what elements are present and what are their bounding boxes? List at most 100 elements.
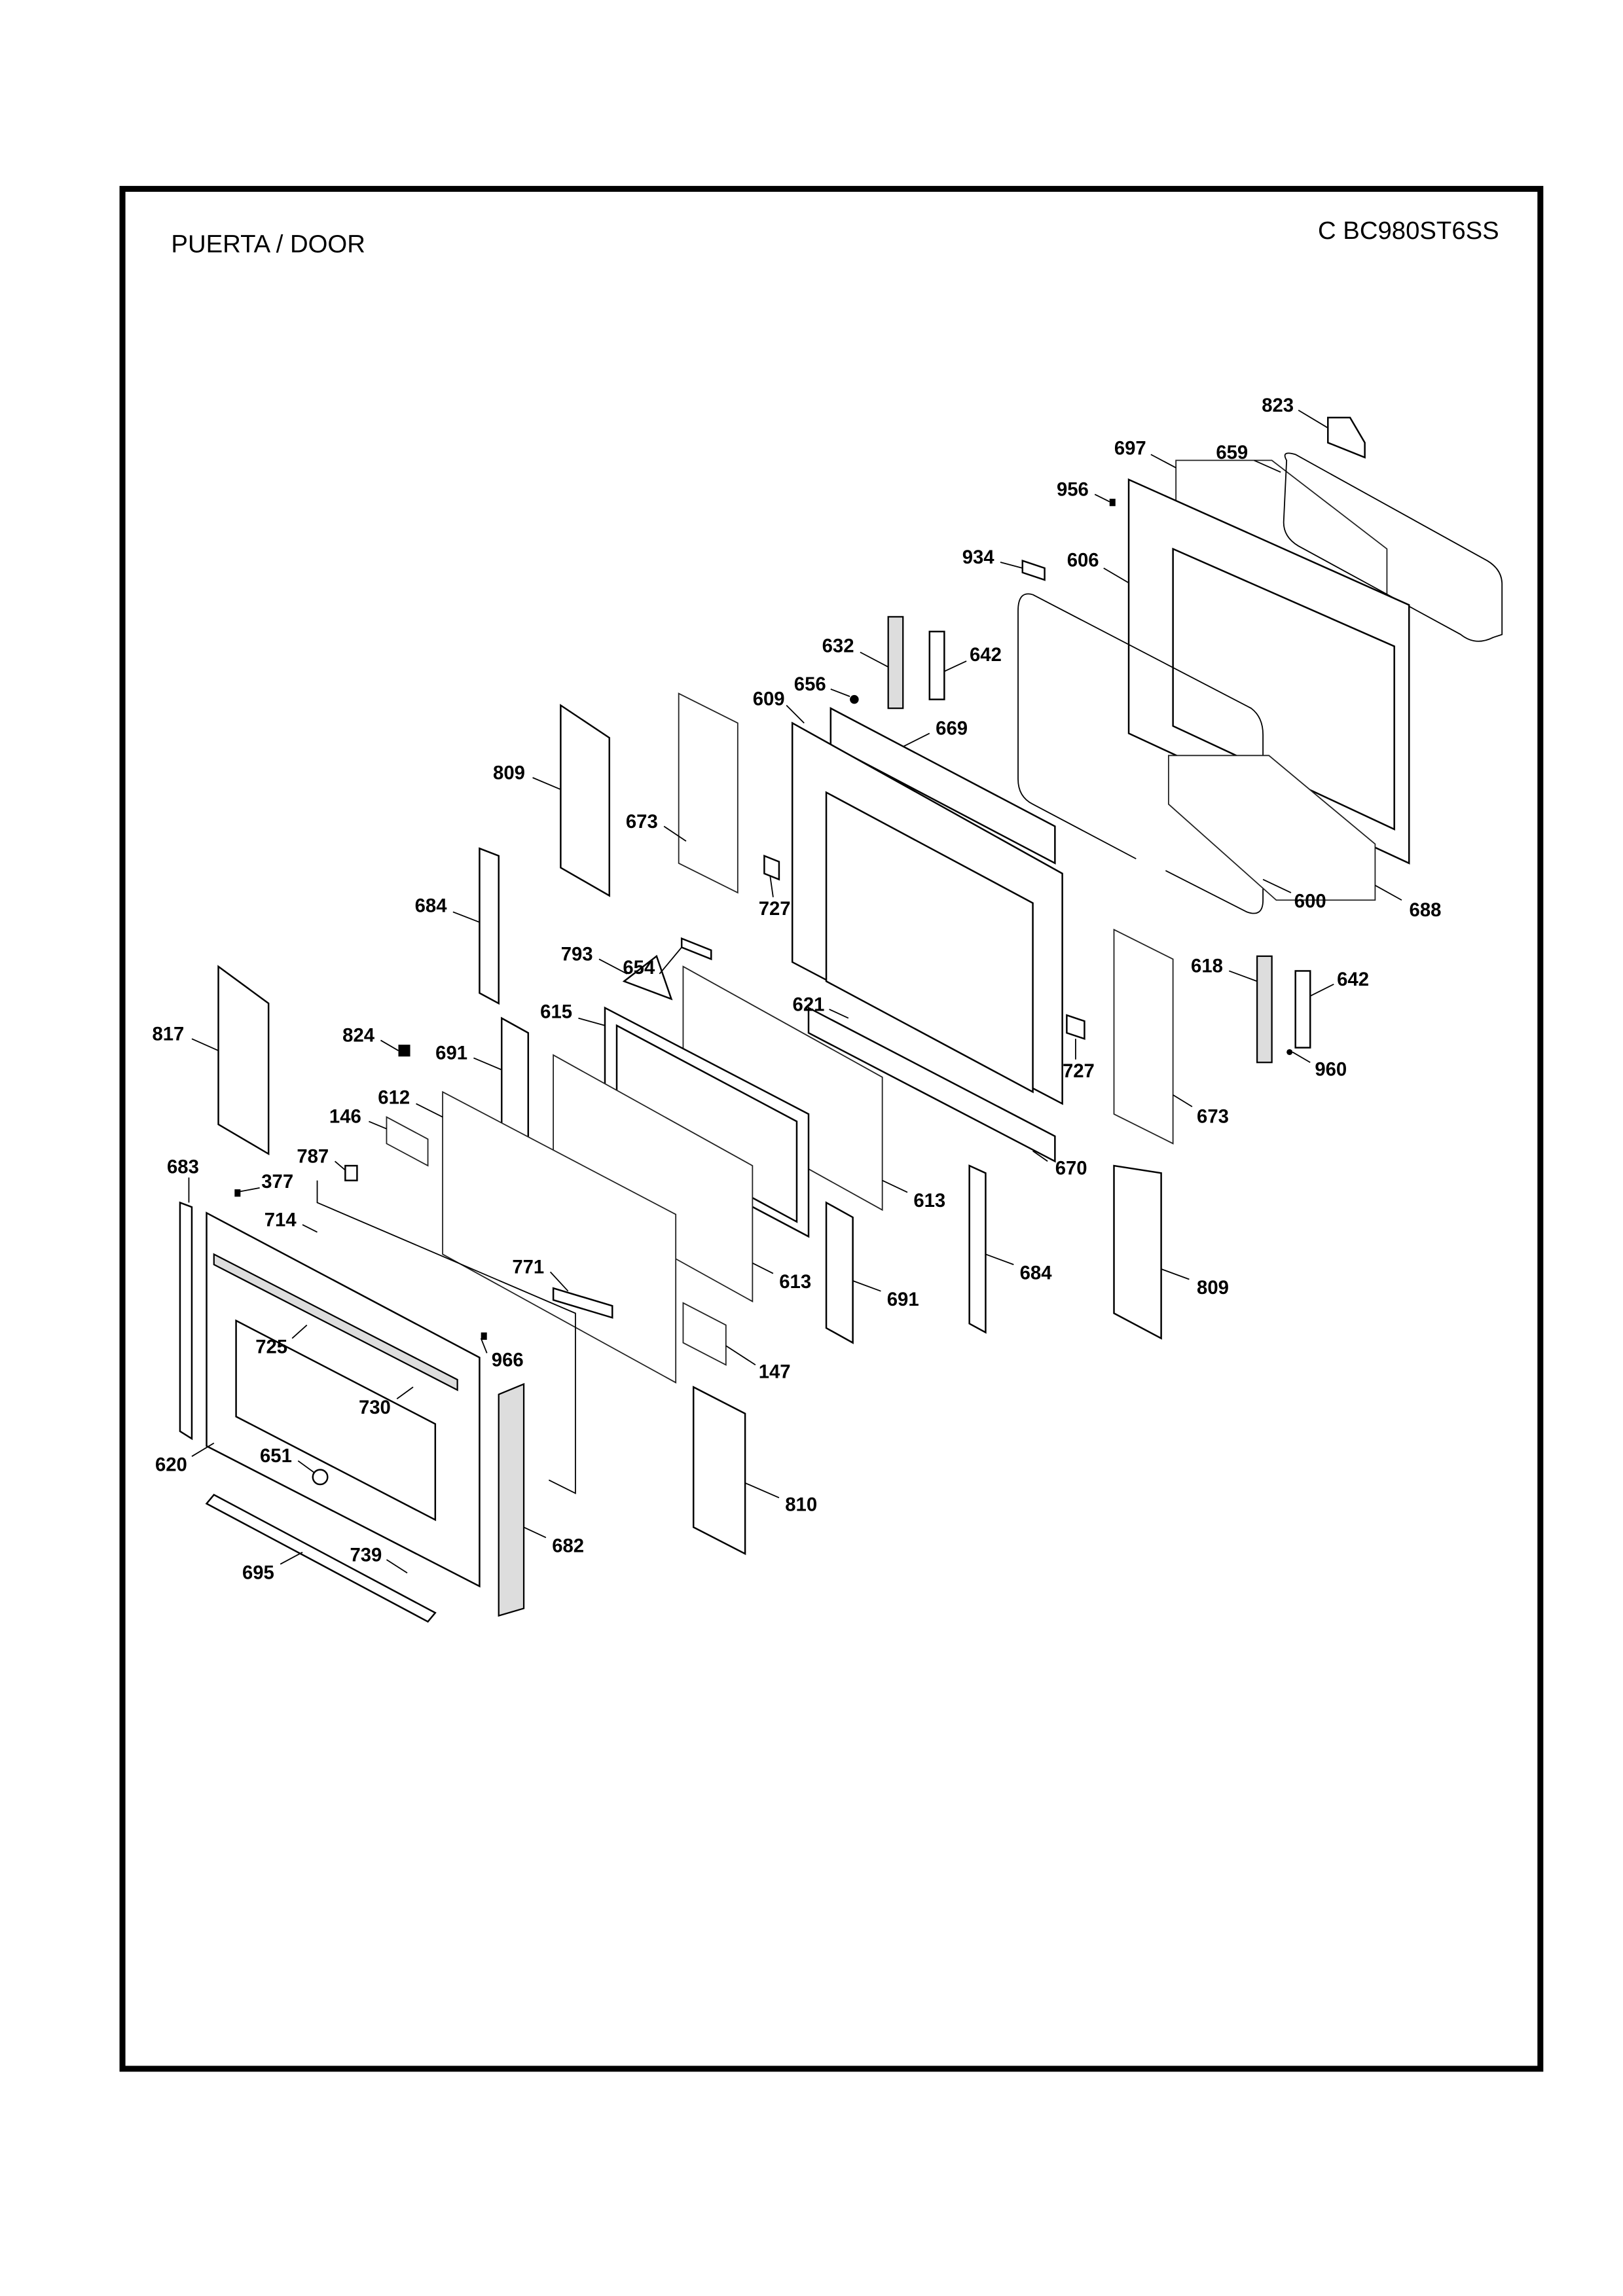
part-label: 966 (492, 1350, 524, 1371)
part-label: 960 (1315, 1059, 1347, 1081)
part-809-panel-b (1113, 1164, 1162, 1340)
part-683-trim (179, 1201, 193, 1441)
part-684-strip-b (968, 1164, 987, 1334)
part-label: 817 (152, 1023, 184, 1045)
part-695-strip (205, 1494, 437, 1623)
part-label: 612 (378, 1086, 410, 1108)
part-824-clip (398, 1045, 410, 1057)
part-654-clip (680, 937, 712, 961)
part-label: 609 (753, 689, 785, 710)
part-label: 727 (759, 898, 791, 920)
part-642-hinge-plate (928, 630, 945, 700)
part-673-insulation (678, 692, 739, 894)
part-label: 934 (962, 547, 995, 568)
part-146-insulation (386, 1116, 429, 1167)
part-label: 654 (623, 957, 655, 978)
part-label: 725 (255, 1336, 287, 1357)
part-613-glass (553, 1054, 754, 1303)
part-label: 727 (1063, 1060, 1095, 1082)
part-label: 793 (561, 944, 593, 965)
part-label: 147 (759, 1361, 791, 1383)
part-810-panel (692, 1386, 746, 1556)
part-691-bracket-b (825, 1201, 854, 1344)
part-label: 613 (913, 1190, 945, 1211)
part-688-insulation (1167, 755, 1376, 901)
part-label: 621 (793, 994, 825, 1015)
part-771-lock (552, 1287, 613, 1319)
part-377-clip (234, 1189, 241, 1197)
part-label: 697 (1114, 437, 1146, 459)
part-label: 684 (1020, 1263, 1053, 1284)
part-label: 684 (415, 895, 448, 916)
part-label: 682 (552, 1535, 584, 1557)
part-817-panel (217, 965, 270, 1156)
part-label: 146 (329, 1106, 361, 1128)
part-label: 714 (264, 1209, 297, 1230)
part-label: 824 (342, 1025, 375, 1047)
part-label: 659 (1216, 442, 1248, 463)
part-609-window (825, 791, 1034, 1094)
part-656-bushing (850, 694, 859, 704)
part-label: 669 (936, 718, 968, 740)
leader-lines (188, 409, 1402, 1574)
part-620-window (235, 1319, 437, 1522)
part-label: 809 (493, 762, 525, 783)
part-label: 771 (512, 1257, 544, 1278)
part-label: 673 (1197, 1106, 1229, 1128)
part-632-hinge (887, 616, 904, 709)
part-725-handle (213, 1253, 458, 1391)
part-793-triangle (622, 954, 673, 1001)
part-label: 695 (242, 1562, 274, 1583)
parts-drawing (179, 416, 1503, 1623)
part-684-strip (479, 847, 500, 1005)
part-label: 600 (1294, 891, 1326, 912)
part-642-hinge-plate-b (1294, 970, 1311, 1049)
part-label: 632 (822, 635, 854, 656)
part-label: 823 (1262, 395, 1294, 416)
part-823-tape (1327, 416, 1366, 459)
part-714-profile (316, 1180, 576, 1495)
part-label: 787 (297, 1146, 329, 1168)
part-956-screw (1109, 499, 1116, 507)
part-label: 810 (785, 1494, 817, 1516)
part-label: 673 (626, 811, 658, 833)
part-label: 618 (1191, 956, 1223, 977)
part-670-bar (807, 1006, 1056, 1163)
part-label: 613 (779, 1271, 811, 1293)
part-label: 688 (1410, 899, 1442, 921)
model-code: C BC980ST6SS (1318, 217, 1499, 245)
part-727-clip-b (1066, 1014, 1085, 1040)
part-659-gasket (1283, 452, 1503, 642)
part-label: 615 (540, 1001, 572, 1023)
part-label: 730 (359, 1397, 391, 1418)
part-label: 683 (167, 1156, 199, 1177)
part-label: 651 (260, 1445, 292, 1467)
part-809-panel (560, 704, 610, 897)
part-label: 606 (1067, 550, 1099, 571)
part-labels: 823 697 659 956 934 606 632 642 656 609 … (152, 395, 1441, 1583)
part-682-trim (498, 1383, 525, 1617)
part-673-insulation-b (1113, 928, 1174, 1145)
part-787-clip (344, 1164, 358, 1181)
part-960-screw (1286, 1049, 1293, 1055)
part-147-insulation (682, 1302, 727, 1366)
part-label: 809 (1197, 1277, 1229, 1299)
part-label: 691 (887, 1289, 919, 1310)
part-label: 377 (261, 1171, 293, 1193)
part-label: 670 (1055, 1158, 1087, 1179)
part-label: 642 (970, 644, 1002, 666)
page-title: PUERTA / DOOR (171, 230, 365, 259)
part-label: 656 (794, 673, 826, 695)
part-966-clip (481, 1332, 487, 1340)
part-651-knob (312, 1469, 329, 1486)
part-612-glass (442, 1090, 677, 1384)
part-669-deflector (830, 707, 1056, 865)
part-934-bracket (1021, 559, 1046, 581)
part-727-clip (763, 854, 780, 881)
part-label: 739 (350, 1544, 382, 1566)
part-618-hinge (1256, 955, 1273, 1064)
part-label: 620 (155, 1454, 187, 1476)
part-label: 642 (1337, 969, 1369, 990)
part-label: 956 (1057, 479, 1089, 501)
